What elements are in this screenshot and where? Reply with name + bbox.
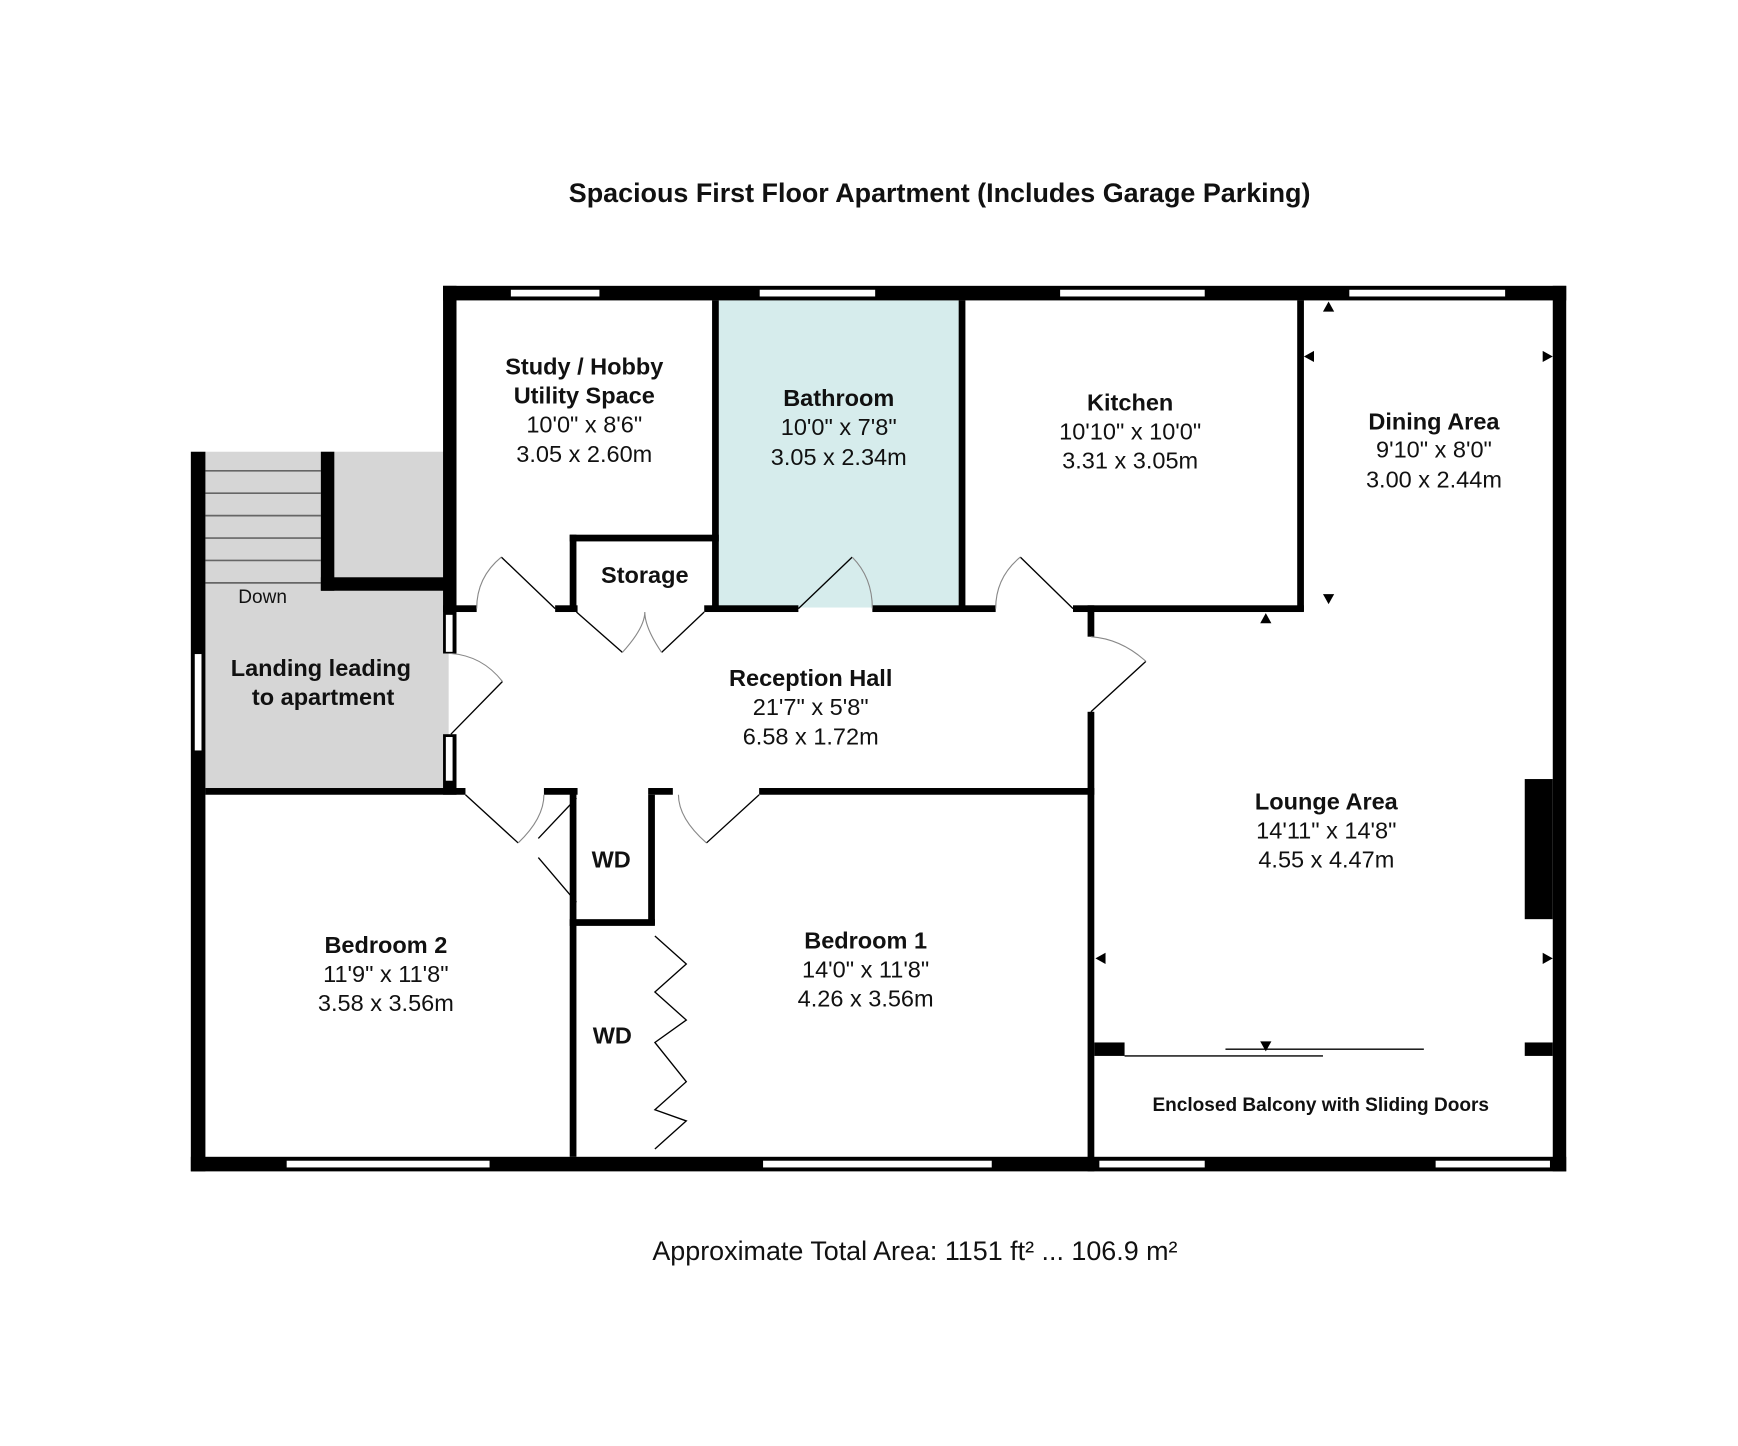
stairs-down-label: Down: [238, 587, 287, 608]
landing-label-2: to apartment: [252, 684, 395, 710]
walls: [190, 285, 1567, 1172]
kitchen-imperial: 10'10" x 10'0": [1059, 418, 1201, 444]
study-label: Study / Hobby: [505, 353, 663, 379]
doors: [450, 556, 1436, 1169]
dimension-arrows: [1095, 301, 1553, 1052]
wd2-label: WD: [593, 1023, 632, 1049]
bedroom2-label: Bedroom 2: [324, 932, 447, 958]
total-area: Approximate Total Area: 1151 ft² ... 106…: [652, 1236, 1177, 1266]
bedroom2-imperial: 11'9" x 11'8": [323, 961, 448, 987]
bedroom2-metric: 3.58 x 3.56m: [318, 990, 454, 1016]
kitchen-label: Kitchen: [1087, 389, 1173, 415]
bathroom-metric: 3.05 x 2.34m: [771, 444, 907, 470]
dining-label: Dining Area: [1368, 408, 1500, 434]
kitchen-metric: 3.31 x 3.05m: [1062, 448, 1198, 474]
dining-imperial: 9'10" x 8'0": [1376, 436, 1492, 462]
lounge-metric: 4.55 x 4.47m: [1258, 847, 1394, 873]
windows: [193, 288, 1552, 1169]
lounge-label: Lounge Area: [1255, 788, 1399, 814]
bathroom-fill: [718, 300, 959, 608]
reception-imperial: 21'7" x 5'8": [753, 694, 869, 720]
bedroom1-imperial: 14'0" x 11'8": [802, 956, 929, 982]
bathroom-imperial: 10'0" x 7'8": [781, 414, 897, 440]
dining-metric: 3.00 x 2.44m: [1366, 467, 1502, 493]
reception-label: Reception Hall: [729, 665, 892, 691]
wd1-label: WD: [592, 847, 631, 873]
bathroom-label: Bathroom: [783, 385, 894, 411]
study-imperial: 10'0" x 8'6": [526, 412, 642, 438]
bedroom1-label: Bedroom 1: [804, 927, 927, 953]
bedroom1-metric: 4.26 x 3.56m: [798, 986, 934, 1012]
staircase: [205, 469, 321, 584]
plan-title: Spacious First Floor Apartment (Includes…: [569, 178, 1311, 208]
storage-label: Storage: [601, 562, 689, 588]
landing-label: Landing leading: [231, 655, 411, 681]
lounge-imperial: 14'11" x 14'8": [1256, 817, 1396, 843]
reception-metric: 6.58 x 1.72m: [743, 723, 879, 749]
study-label-2: Utility Space: [514, 383, 655, 409]
balcony-label: Enclosed Balcony with Sliding Doors: [1152, 1095, 1489, 1116]
study-metric: 3.05 x 2.60m: [516, 441, 652, 467]
